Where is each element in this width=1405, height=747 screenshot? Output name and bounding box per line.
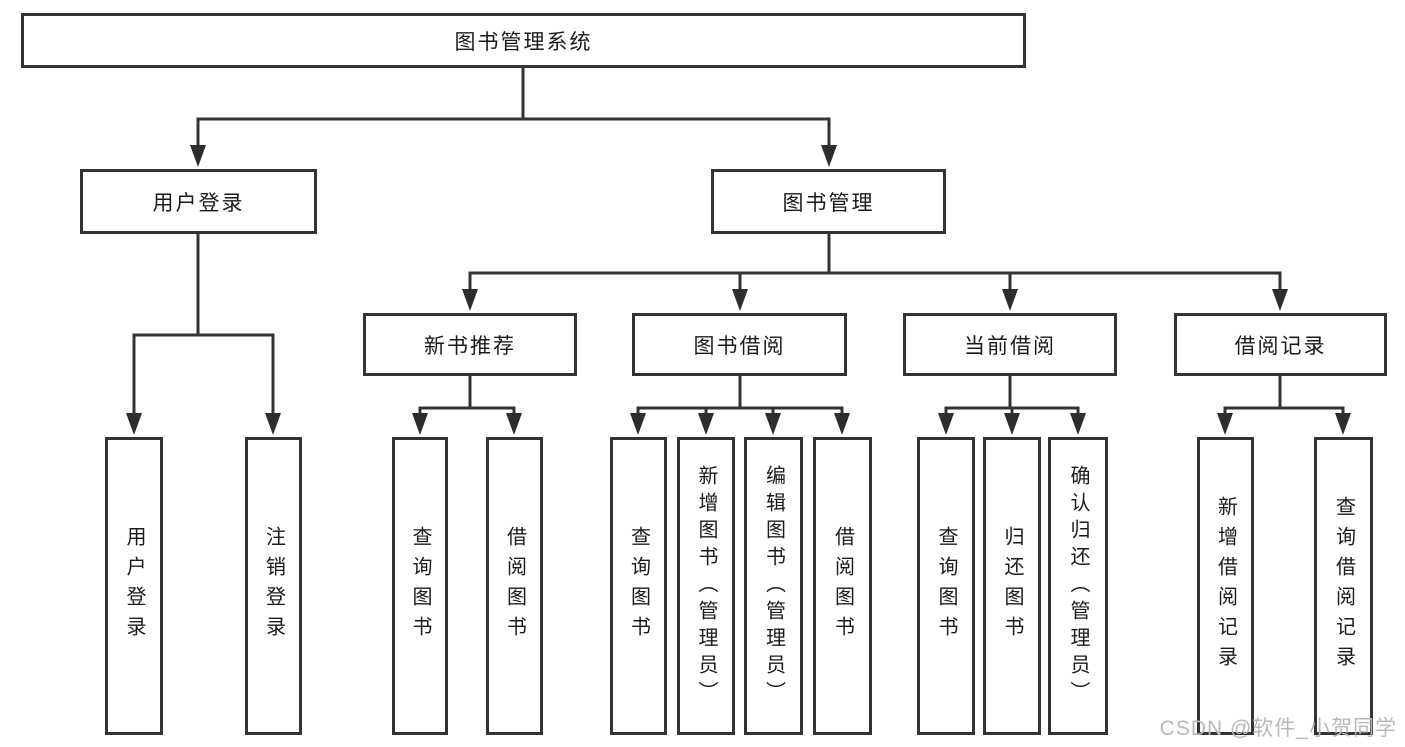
arrow-down-icon <box>834 413 850 435</box>
arrow-down-icon <box>462 289 478 311</box>
arrow-down-icon <box>765 413 781 435</box>
leaf-return-book: 归还图书 <box>983 437 1041 735</box>
arrow-down-icon <box>938 413 954 435</box>
arrow-down-icon <box>1002 289 1018 311</box>
arrow-down-icon <box>126 413 142 435</box>
leaf-recommend-borrow-book: 借阅图书 <box>486 437 543 735</box>
leaf-logout: 注销登录 <box>245 437 302 735</box>
leaf-borrow-query-book: 查询图书 <box>610 437 667 735</box>
node-borrow-records: 借阅记录 <box>1174 313 1387 376</box>
arrow-down-icon <box>698 413 714 435</box>
node-book-management: 图书管理 <box>711 169 946 234</box>
arrow-down-icon <box>1272 289 1288 311</box>
arrow-down-icon <box>732 289 748 311</box>
node-user-login: 用户登录 <box>80 169 317 234</box>
leaf-add-book-admin: 新增图书（管理员） <box>677 437 735 735</box>
arrow-down-icon <box>412 413 428 435</box>
node-root-system: 图书管理系统 <box>21 13 1026 68</box>
node-current-borrow: 当前借阅 <box>903 313 1117 376</box>
csdn-watermark: CSDN @软件_小贺同学 <box>1159 717 1397 740</box>
leaf-confirm-return-admin: 确认归还（管理员） <box>1048 437 1108 735</box>
arrow-down-icon <box>1335 413 1351 435</box>
arrow-down-icon <box>1004 413 1020 435</box>
leaf-add-borrow-record: 新增借阅记录 <box>1197 437 1254 735</box>
leaf-borrow-book: 借阅图书 <box>813 437 872 735</box>
leaf-recommend-query-book: 查询图书 <box>392 437 448 735</box>
leaf-query-borrow-record: 查询借阅记录 <box>1314 437 1373 735</box>
arrow-down-icon <box>821 145 837 167</box>
arrow-down-icon <box>1217 413 1233 435</box>
arrow-down-icon <box>506 413 522 435</box>
arrow-down-icon <box>265 413 281 435</box>
arrow-down-icon <box>190 145 206 167</box>
node-new-book-recommend: 新书推荐 <box>363 313 577 376</box>
leaf-edit-book-admin: 编辑图书（管理员） <box>744 437 803 735</box>
arrow-down-icon <box>630 413 646 435</box>
leaf-current-query-book: 查询图书 <box>917 437 975 735</box>
node-book-borrow: 图书借阅 <box>632 313 847 376</box>
leaf-user-login: 用户登录 <box>105 437 163 735</box>
arrow-down-icon <box>1070 413 1086 435</box>
